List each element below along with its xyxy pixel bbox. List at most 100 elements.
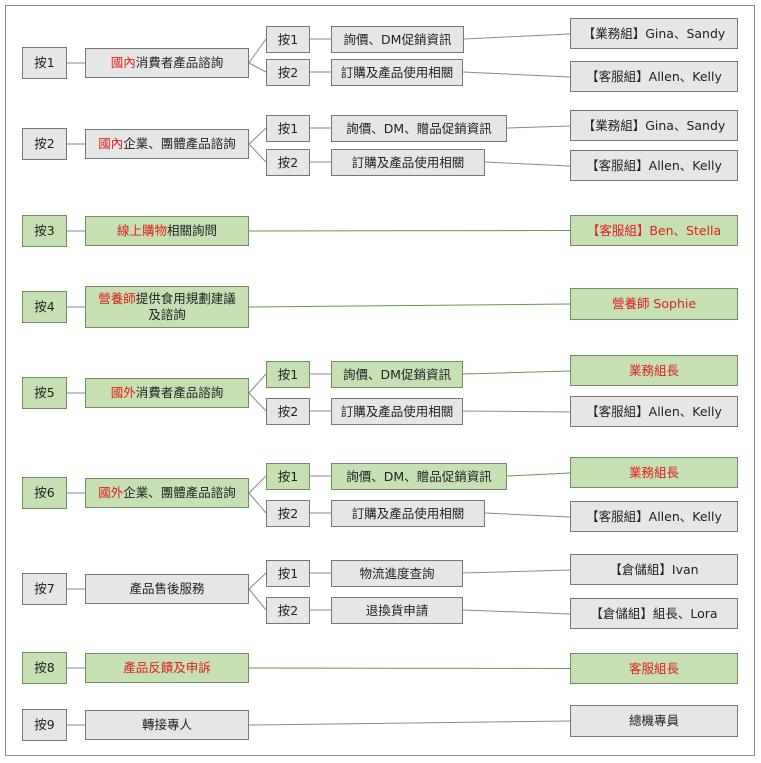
- service-node-3[interactable]: 線上購物相關詢問: [85, 216, 249, 246]
- service-label: 國外企業、團體產品諮詢: [98, 485, 236, 501]
- sub-option-label: 訂購及產品使用相關: [351, 505, 465, 521]
- sub-option-label: 詢價、DM、贈品促銷資訊: [346, 468, 492, 484]
- option-key-7[interactable]: 按7: [22, 573, 67, 605]
- service-node-1[interactable]: 國內消費者產品諮詢: [85, 48, 249, 78]
- target-1-2: 【客服組】Allen、Kelly: [570, 61, 738, 92]
- option-key-label: 按4: [34, 299, 55, 315]
- service-highlight: 營養師: [98, 291, 136, 307]
- connector-line: [506, 125, 571, 129]
- connector-line: [248, 127, 267, 145]
- sub-option-1-2[interactable]: 訂購及產品使用相關: [331, 59, 463, 86]
- service-node-4[interactable]: 營養師提供食用規劃建議 及諮詢: [85, 286, 249, 328]
- connector-line: [248, 373, 267, 394]
- service-text: 消費者產品諮詢: [135, 55, 224, 71]
- target-label: 客服組長: [628, 660, 679, 676]
- option-key-label: 按9: [34, 717, 55, 733]
- target-6-2: 【客服組】Allen、Kelly: [570, 501, 738, 532]
- option-key-4[interactable]: 按4: [22, 291, 67, 323]
- target-label: 【客服組】Allen、Kelly: [586, 157, 722, 173]
- target-label: 【客服組】Ben、Stella: [586, 222, 722, 238]
- sub-key-6-2[interactable]: 按2: [266, 500, 310, 527]
- sub-key-6-1[interactable]: 按1: [266, 463, 310, 490]
- connector-line: [463, 33, 571, 40]
- service-node-8[interactable]: 產品反饋及申訴: [85, 653, 249, 683]
- target-label: 營養師 Sophie: [611, 296, 697, 312]
- connector-line: [248, 230, 571, 232]
- diagram-frame: [5, 5, 755, 756]
- target-7-2: 【倉儲組】組長、Lora: [570, 598, 738, 629]
- option-key-label: 按2: [34, 136, 55, 152]
- sub-option-7-2[interactable]: 退換貨申請: [331, 597, 463, 624]
- service-node-2[interactable]: 國內企業、團體產品諮詢: [85, 129, 249, 159]
- target-1-1: 【業務組】Gina、Sandy: [570, 18, 738, 49]
- sub-option-label: 訂購及產品使用相關: [340, 64, 454, 80]
- connector-line: [248, 62, 267, 73]
- sub-key-1-1[interactable]: 按1: [266, 26, 310, 53]
- connector-line: [248, 572, 267, 590]
- sub-key-5-2[interactable]: 按2: [266, 398, 310, 425]
- connector-line: [248, 667, 571, 669]
- service-highlight: 國外: [110, 385, 136, 401]
- option-key-label: 按8: [34, 660, 55, 676]
- target-label: 【業務組】Gina、Sandy: [582, 25, 726, 41]
- service-node-9[interactable]: 轉接專人: [85, 710, 249, 740]
- sub-option-2-2[interactable]: 訂購及產品使用相關: [331, 149, 485, 176]
- sub-option-5-2[interactable]: 訂購及產品使用相關: [331, 398, 463, 425]
- service-highlight: 國內: [98, 136, 124, 152]
- sub-option-label: 物流進度查詢: [359, 565, 435, 581]
- connector-line: [462, 410, 571, 413]
- sub-option-5-1[interactable]: 詢價、DM促銷資訊: [331, 361, 463, 388]
- sub-key-label: 按2: [277, 403, 299, 419]
- sub-option-6-2[interactable]: 訂購及產品使用相關: [331, 500, 485, 527]
- option-key-3[interactable]: 按3: [22, 215, 67, 247]
- service-highlight: 線上購物: [116, 223, 167, 239]
- sub-key-2-1[interactable]: 按1: [266, 115, 310, 142]
- connector-line: [248, 303, 571, 308]
- sub-option-6-1[interactable]: 詢價、DM、贈品促銷資訊: [331, 463, 507, 490]
- sub-option-label: 訂購及產品使用相關: [351, 154, 465, 170]
- service-label: 線上購物相關詢問: [117, 223, 217, 239]
- sub-key-label: 按2: [277, 602, 299, 618]
- sub-key-7-1[interactable]: 按1: [266, 560, 310, 587]
- service-text: 企業、團體產品諮詢: [123, 136, 236, 152]
- target-label: 【倉儲組】Ivan: [609, 561, 699, 577]
- sub-key-5-1[interactable]: 按1: [266, 361, 310, 388]
- connector-line: [506, 472, 571, 477]
- sub-key-7-2[interactable]: 按2: [266, 597, 310, 624]
- sub-option-label: 詢價、DM促銷資訊: [343, 31, 452, 47]
- target-label: 業務組長: [628, 362, 679, 378]
- connector-line: [248, 475, 267, 494]
- service-node-5[interactable]: 國外消費者產品諮詢: [85, 378, 249, 408]
- option-key-2[interactable]: 按2: [22, 128, 67, 160]
- option-key-label: 按7: [34, 581, 55, 597]
- target-label: 【業務組】Gina、Sandy: [582, 117, 726, 133]
- option-key-6[interactable]: 按6: [22, 477, 67, 509]
- connector-line: [484, 512, 571, 518]
- option-key-5[interactable]: 按5: [22, 377, 67, 409]
- sub-key-1-2[interactable]: 按2: [266, 59, 310, 86]
- option-key-1[interactable]: 按1: [22, 47, 67, 79]
- sub-option-7-1[interactable]: 物流進度查詢: [331, 560, 463, 587]
- sub-key-label: 按1: [277, 366, 299, 382]
- service-node-6[interactable]: 國外企業、團體產品諮詢: [85, 478, 249, 508]
- connector-line: [462, 609, 571, 615]
- sub-option-1-1[interactable]: 詢價、DM促銷資訊: [331, 26, 464, 53]
- service-highlight: 國外: [98, 485, 124, 501]
- target-label: 【客服組】Allen、Kelly: [586, 403, 722, 419]
- sub-key-label: 按1: [277, 120, 299, 136]
- target-5-2: 【客服組】Allen、Kelly: [570, 396, 738, 427]
- connector-line: [462, 569, 571, 574]
- target-2-2: 【客服組】Allen、Kelly: [570, 150, 738, 181]
- service-node-7[interactable]: 產品售後服務: [85, 574, 249, 604]
- service-label: 產品反饋及申訴: [123, 660, 211, 676]
- option-key-9[interactable]: 按9: [22, 709, 67, 741]
- sub-key-label: 按2: [277, 154, 299, 170]
- sub-key-label: 按2: [277, 64, 299, 80]
- option-key-8[interactable]: 按8: [22, 652, 67, 684]
- sub-option-label: 詢價、DM、贈品促銷資訊: [346, 120, 492, 136]
- sub-key-2-2[interactable]: 按2: [266, 149, 310, 176]
- sub-option-2-1[interactable]: 詢價、DM、贈品促銷資訊: [331, 115, 507, 142]
- sub-key-label: 按2: [277, 505, 299, 521]
- service-label: 產品售後服務: [129, 581, 204, 597]
